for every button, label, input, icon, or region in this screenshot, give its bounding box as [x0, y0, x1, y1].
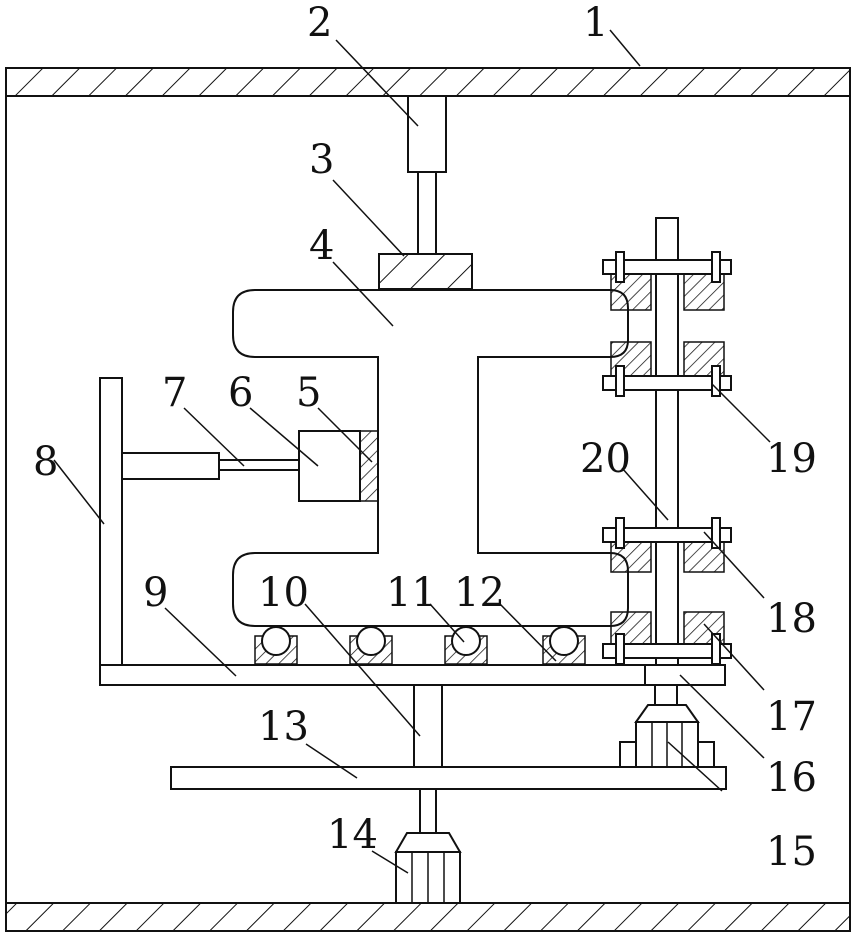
roller-unit	[350, 627, 392, 664]
leader-3	[333, 180, 404, 256]
roller-unit	[445, 627, 487, 664]
side-piston-rod	[219, 460, 299, 470]
bolt	[712, 518, 720, 548]
side-cylinder-body	[122, 453, 219, 479]
label-20: 20	[580, 436, 631, 482]
lower-plate	[171, 767, 726, 789]
label-13: 13	[258, 704, 309, 750]
label-3: 3	[309, 137, 334, 183]
coupling	[655, 685, 677, 705]
roller-unit	[255, 627, 297, 664]
label-10: 10	[258, 570, 309, 616]
label-6: 6	[228, 370, 253, 416]
label-17: 17	[766, 694, 817, 740]
roller-row	[255, 627, 585, 664]
bolt	[616, 252, 624, 282]
leader-8	[54, 460, 104, 524]
bearing-seat	[645, 665, 725, 685]
right-motor-left-foot	[620, 742, 636, 767]
vertical-shaft	[656, 218, 678, 665]
label-4: 4	[309, 223, 334, 269]
label-1: 1	[583, 0, 608, 46]
roller-ball	[550, 627, 578, 655]
roller-unit	[543, 627, 585, 664]
top-wall	[6, 68, 850, 96]
roller-ball	[452, 627, 480, 655]
label-12: 12	[454, 570, 505, 616]
bolt	[616, 366, 624, 396]
motor-shaft	[420, 789, 436, 833]
label-8: 8	[33, 439, 58, 485]
label-2: 2	[307, 0, 332, 46]
label-19: 19	[766, 436, 817, 482]
label-7: 7	[162, 370, 187, 416]
motor-flange	[396, 833, 460, 852]
label-11: 11	[386, 570, 437, 616]
side-support-plate	[100, 378, 122, 665]
label-15: 15	[766, 829, 817, 875]
roller-ball	[357, 627, 385, 655]
leader-19	[712, 384, 770, 442]
roller-ball	[262, 627, 290, 655]
bolt	[712, 252, 720, 282]
central-shaft	[414, 685, 442, 767]
bolt	[616, 518, 624, 548]
clamp-pad	[360, 431, 378, 501]
press-block	[379, 254, 472, 289]
bolt	[712, 634, 720, 664]
bottom-wall	[6, 903, 850, 931]
label-18: 18	[766, 596, 817, 642]
piston-rod	[418, 172, 436, 254]
label-5: 5	[296, 370, 321, 416]
rotary-base	[100, 665, 726, 903]
base-plate	[100, 665, 725, 685]
label-14: 14	[327, 812, 378, 858]
cylinder-body	[408, 96, 446, 172]
right-motor-right-foot	[698, 742, 714, 767]
label-16: 16	[766, 755, 817, 801]
leader-1	[610, 30, 640, 66]
right-motor-flange	[636, 705, 698, 722]
bolt	[616, 634, 624, 664]
label-9: 9	[143, 570, 168, 616]
top-press-cylinder	[379, 96, 472, 289]
